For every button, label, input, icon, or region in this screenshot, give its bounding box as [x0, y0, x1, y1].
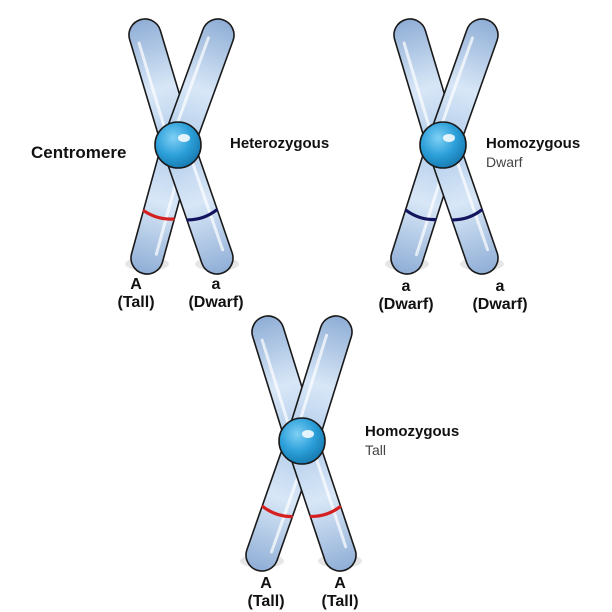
allele-band-tall: [309, 505, 342, 519]
allele-trait: (Dwarf): [188, 293, 244, 311]
allele-right-homozygous-dwarf: a (Dwarf): [462, 278, 538, 314]
arm-highlight: [311, 448, 348, 549]
chromosome-heterozygous: [125, 18, 239, 275]
centromere-highlight: [443, 134, 455, 142]
arm-highlight: [260, 338, 293, 434]
allele-trait: (Tall): [321, 592, 359, 610]
arm-highlight: [187, 152, 225, 252]
chromosome-subtitle-homozygous-tall: Tall: [365, 442, 387, 458]
centromere-label: Centromere: [31, 143, 127, 162]
allele-band-tall: [261, 505, 293, 519]
allele-symbol: A: [130, 276, 142, 293]
centromere-ball: [419, 121, 467, 169]
chromosome-subtitle-homozygous-dwarf: Dwarf: [486, 154, 523, 170]
chromosome-title-heterozygous: Heterozygous: [230, 135, 330, 152]
allele-band-tall: [142, 209, 175, 221]
allele-right-heterozygous: a (Dwarf): [178, 276, 254, 312]
lower-right-arm: [290, 439, 357, 572]
allele-symbol: a: [211, 276, 221, 293]
allele-band-dwarf: [451, 208, 483, 222]
centromere-ball: [154, 121, 202, 169]
arm-highlight: [402, 41, 434, 138]
arm-highlight: [173, 36, 210, 133]
allele-left-homozygous-dwarf: a (Dwarf): [368, 278, 444, 314]
chromosome-title-homozygous-tall: Homozygous: [365, 423, 460, 440]
centromere-highlight: [178, 134, 190, 142]
allele-trait: (Dwarf): [472, 295, 528, 313]
allele-left-homozygous-tall: A (Tall): [240, 575, 292, 611]
allele-right-homozygous-tall: A (Tall): [314, 575, 366, 611]
arm-highlight: [452, 152, 490, 252]
arm-highlight: [437, 36, 474, 133]
allele-symbol: A: [334, 575, 346, 592]
chromosome-homozygous-tall: [240, 315, 362, 572]
arm-highlight: [137, 41, 169, 138]
chromosome-homozygous-dwarf: [385, 18, 504, 275]
allele-band-dwarf: [404, 208, 437, 222]
arm-highlight: [296, 333, 329, 429]
allele-trait: (Tall): [247, 592, 285, 610]
allele-trait: (Tall): [117, 293, 155, 311]
allele-symbol: a: [401, 278, 411, 295]
allele-symbol: A: [260, 575, 272, 592]
centromere-ball: [278, 417, 326, 465]
allele-band-dwarf: [186, 208, 218, 222]
chromosome-title-homozygous-dwarf: Homozygous: [486, 135, 581, 152]
centromere-highlight: [302, 430, 314, 438]
allele-left-heterozygous: A (Tall): [108, 276, 164, 312]
allele-trait: (Dwarf): [378, 295, 434, 313]
allele-symbol: a: [495, 278, 505, 295]
